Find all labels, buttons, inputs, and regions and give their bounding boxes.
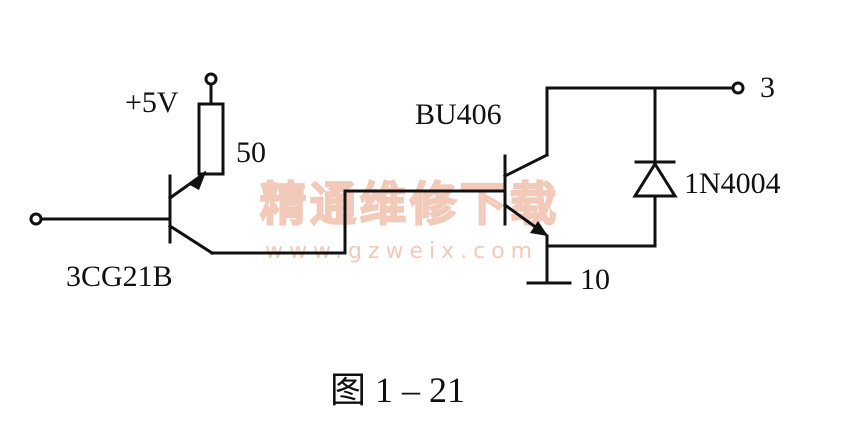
- driver-transistor-3cg21b: [167, 170, 215, 256]
- label-driver-transistor: 3CG21B: [66, 260, 173, 293]
- label-terminal-out: 3: [760, 71, 775, 104]
- output-terminal: [545, 81, 745, 95]
- watermark: 精通维修下载 www.gzweix.com: [259, 176, 560, 264]
- diode-1n4004: [545, 86, 678, 248]
- figure-caption: 图 1 – 21: [330, 370, 465, 410]
- label-supply: +5V: [125, 86, 179, 119]
- label-diode: 1N4004: [684, 167, 781, 200]
- resistor-50: [197, 102, 225, 176]
- label-terminal-gnd: 10: [580, 263, 610, 296]
- watermark-title: 精通维修下载: [260, 177, 560, 231]
- power-transistor-bu406: [502, 86, 572, 285]
- input-terminal: [29, 212, 172, 226]
- interconnect-wire: [210, 189, 507, 255]
- supply-terminal: [204, 72, 218, 106]
- label-resistor-value: 50: [236, 136, 266, 169]
- label-power-transistor: BU406: [415, 98, 502, 131]
